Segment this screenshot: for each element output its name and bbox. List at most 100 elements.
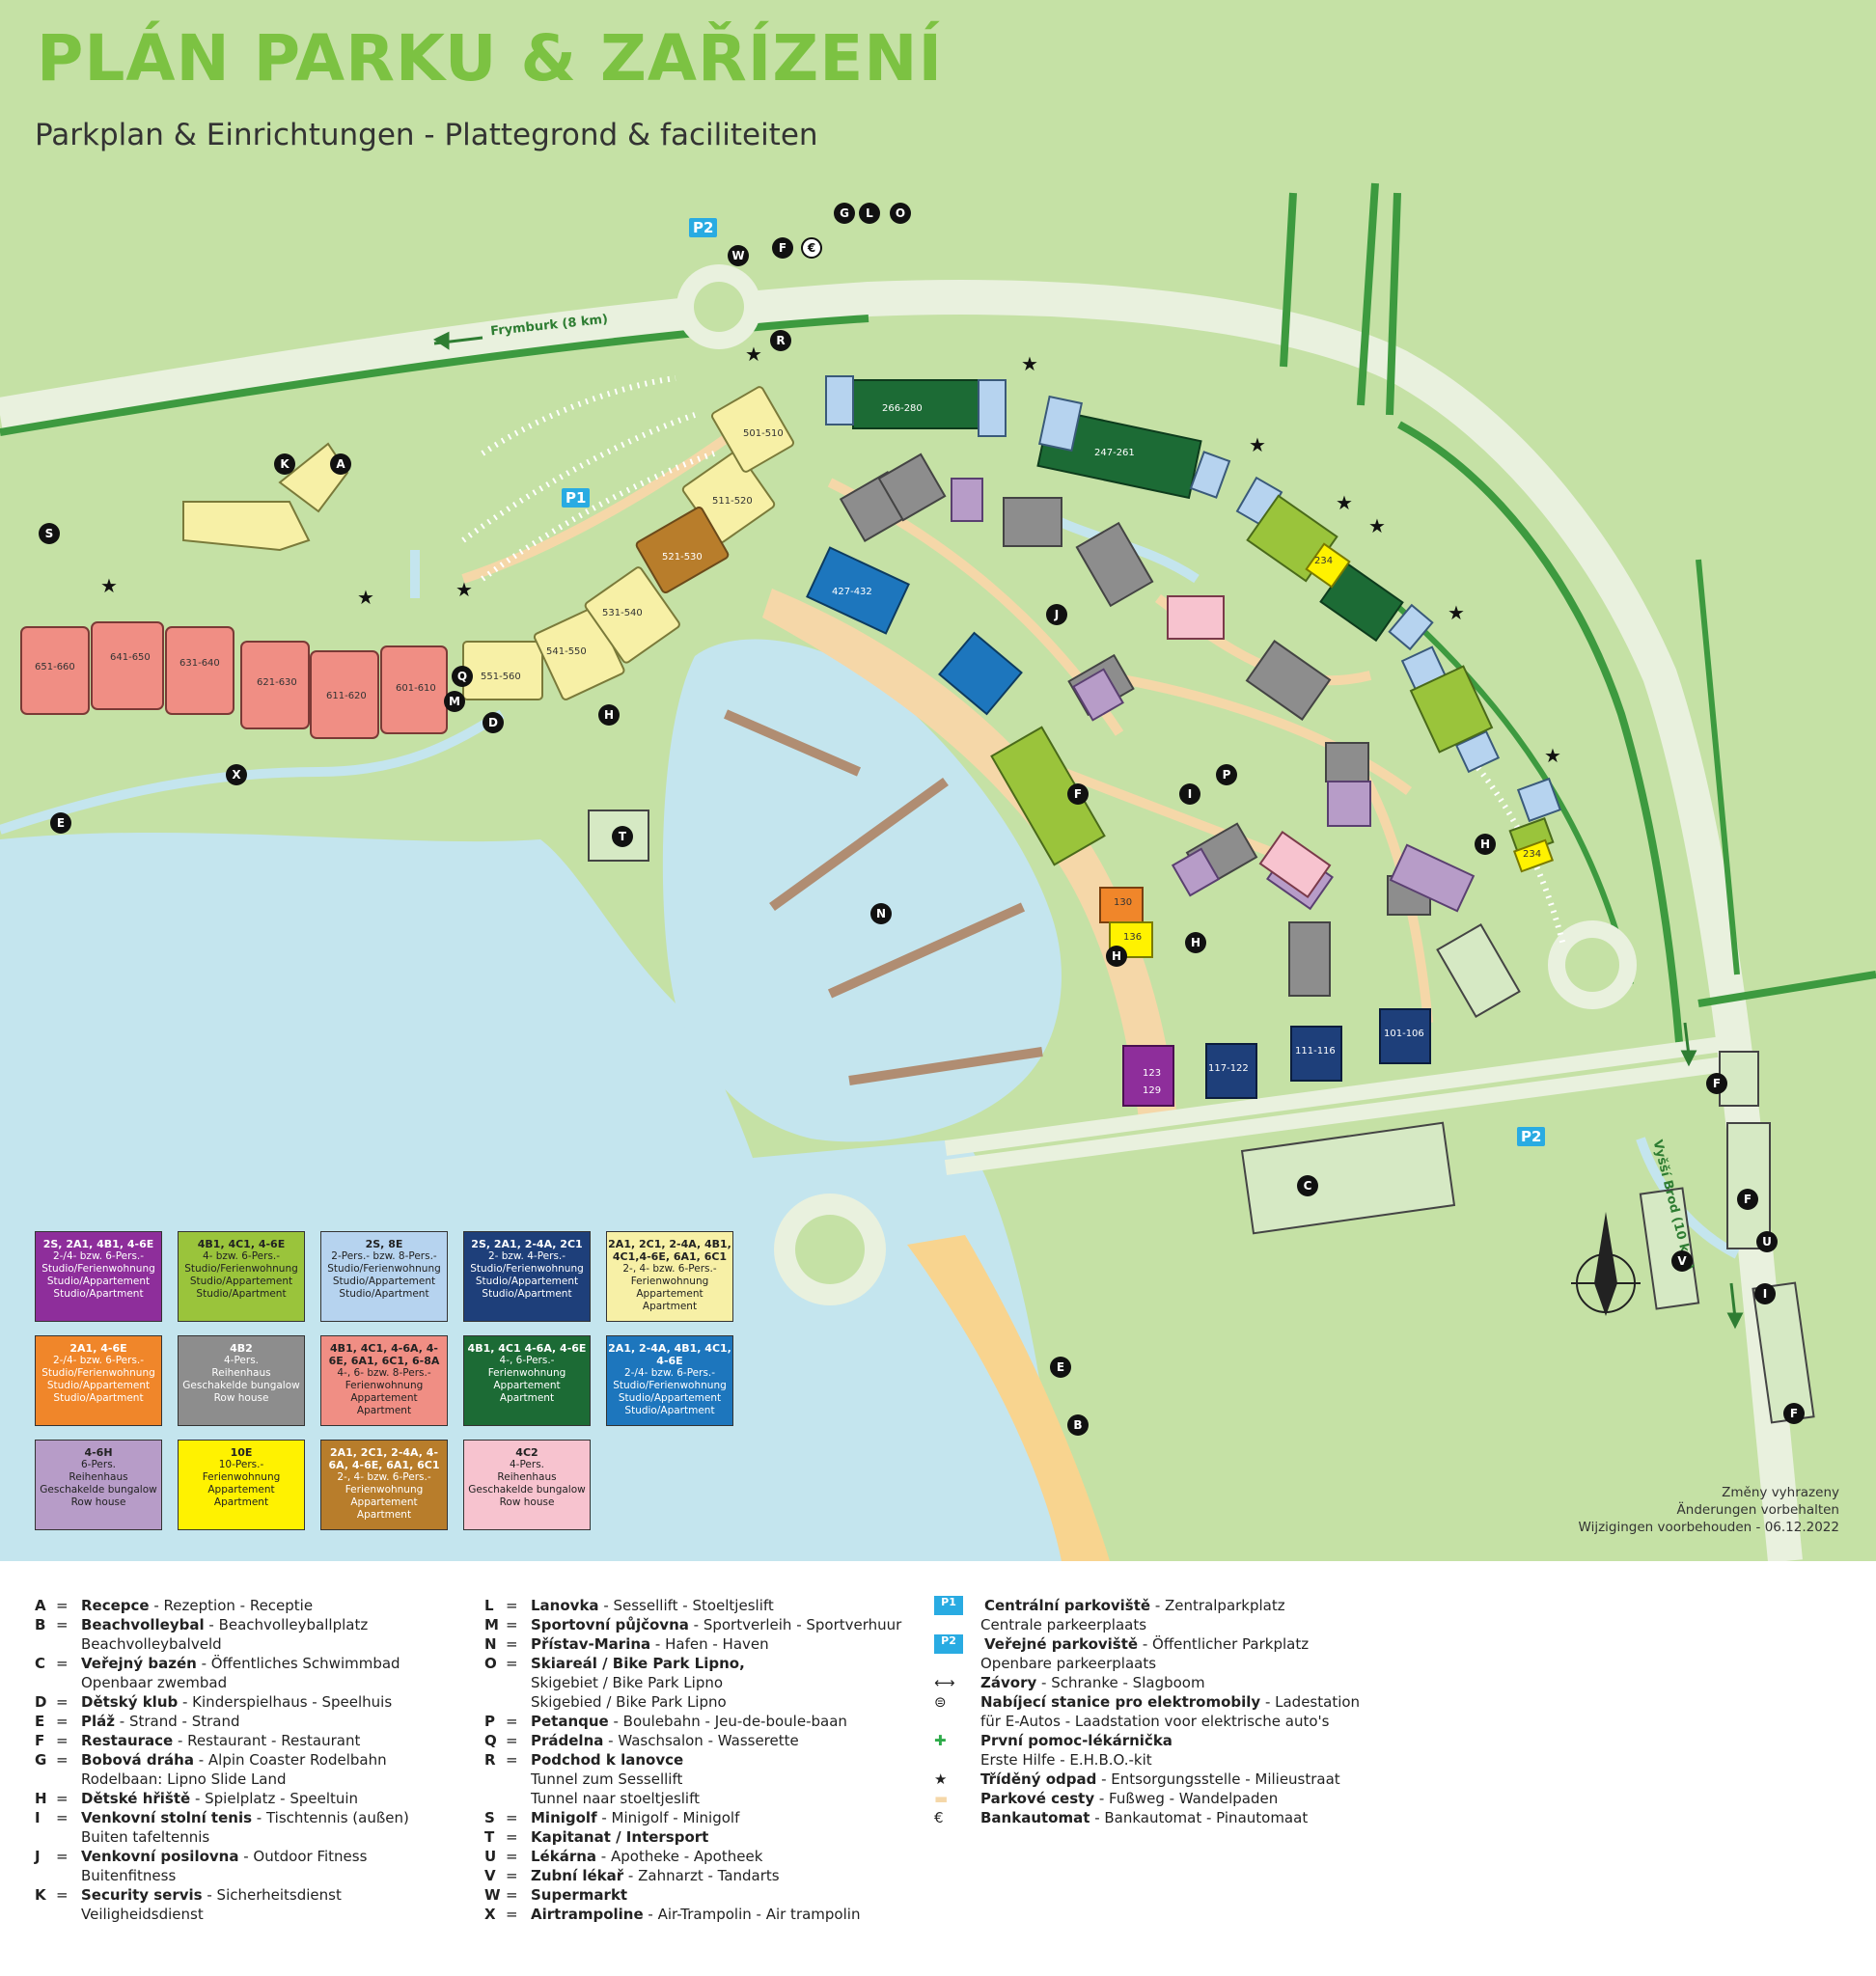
main-road bbox=[0, 280, 1803, 1561]
marker-skiareal-o[interactable]: O bbox=[890, 203, 911, 224]
legend-box-title: 4B1, 4C1, 4-6A, 4-6E, 6A1, 6C1, 6-8A bbox=[328, 1342, 440, 1367]
unit-label: 541-550 bbox=[546, 646, 587, 657]
marker-atm-euro[interactable]: € bbox=[801, 237, 822, 259]
key-name: Dětské hřiště bbox=[81, 1790, 191, 1807]
key-equals: = bbox=[506, 1616, 518, 1633]
unit-label: 111-116 bbox=[1295, 1046, 1336, 1057]
svg-text:★: ★ bbox=[100, 574, 118, 597]
marker-pharmacy-u[interactable]: U bbox=[1756, 1231, 1778, 1252]
page-subtitle: Parkplan & Einrichtungen - Plattegrond &… bbox=[35, 118, 818, 152]
svg-text:★: ★ bbox=[1021, 352, 1038, 375]
unit-label: 551-560 bbox=[481, 672, 521, 682]
marker-parking-p2[interactable]: P2 bbox=[1517, 1127, 1546, 1146]
key-equals: = bbox=[506, 1906, 518, 1923]
marker-chairlift-l[interactable]: L bbox=[859, 203, 880, 224]
marker-kids-club-d[interactable]: D bbox=[483, 712, 504, 733]
key-letter: K bbox=[35, 1886, 46, 1904]
marker-beach-e[interactable]: E bbox=[1050, 1357, 1071, 1378]
unit-label: 427-432 bbox=[832, 587, 872, 597]
key-name: Beachvolleybal bbox=[81, 1616, 205, 1633]
key-equals: = bbox=[506, 1751, 518, 1769]
key-letter: L bbox=[484, 1597, 494, 1614]
key-subline: Beachvolleybalveld bbox=[81, 1635, 222, 1653]
marker-parking-p1[interactable]: P1 bbox=[562, 488, 591, 508]
svg-text:★: ★ bbox=[1448, 601, 1465, 624]
marker-supermarket-w[interactable]: W bbox=[728, 245, 749, 266]
key-letter: V bbox=[484, 1867, 496, 1884]
marker-restaurant-f[interactable]: F bbox=[1067, 783, 1089, 805]
building-yellow-234 bbox=[1305, 542, 1351, 589]
key-name: Security servis bbox=[81, 1886, 203, 1904]
unit-label-234: 234 bbox=[1314, 556, 1334, 566]
key-name: Veřejný bazén bbox=[81, 1655, 197, 1672]
marker-playground-h[interactable]: H bbox=[598, 704, 620, 726]
marker-dentist-v[interactable]: V bbox=[1671, 1250, 1693, 1272]
legend-box-title: 2A1, 2C1, 2-4A, 4B1, 4C1,4-6E, 6A1, 6C1 bbox=[608, 1238, 731, 1263]
key-name: Lékárna bbox=[531, 1848, 597, 1865]
key-item: N=Přístav-Marina - Hafen - Haven bbox=[484, 1634, 901, 1654]
marker-restaurant-f[interactable]: F bbox=[772, 237, 793, 259]
marker-reception-a[interactable]: A bbox=[330, 453, 351, 475]
marker-playground-h[interactable]: H bbox=[1185, 932, 1206, 953]
key-subline: Erste Hilfe - E.H.B.O.-kit bbox=[980, 1751, 1152, 1769]
key-text: První pomoc-lékárnička bbox=[980, 1731, 1172, 1750]
key-item: K=Security servis - Sicherheitsdienst bbox=[35, 1885, 409, 1905]
legend-box-title: 2A1, 2-4A, 4B1, 4C1, 4-6E bbox=[608, 1342, 731, 1367]
marker-pool-c[interactable]: C bbox=[1297, 1175, 1318, 1196]
marker-petanque-p[interactable]: P bbox=[1216, 764, 1237, 785]
marker-beach-e[interactable]: E bbox=[50, 812, 71, 834]
roundabout-right-inner bbox=[1565, 938, 1619, 992]
marker-intersport-t[interactable]: T bbox=[612, 826, 633, 847]
key-text: Centrální parkoviště - Zentralparkplatz bbox=[984, 1597, 1285, 1614]
facility-buildings bbox=[588, 810, 1815, 1424]
legend-box-line: Geschakelde bungalow bbox=[468, 1484, 586, 1496]
marker-parking-p2[interactable]: P2 bbox=[689, 218, 718, 237]
marker-table-tennis-i[interactable]: I bbox=[1754, 1283, 1776, 1304]
right-edge-green bbox=[1398, 423, 1623, 715]
key-item: G=Bobová dráha - Alpin Coaster Rodelbahn bbox=[35, 1750, 409, 1770]
roundabout-bottom-inner bbox=[795, 1215, 865, 1284]
legend-box-line: Row house bbox=[213, 1392, 269, 1404]
legend-box-line: 2-/4- bzw. 6-Pers.- bbox=[52, 1250, 145, 1262]
marker-marina-n[interactable]: N bbox=[870, 903, 892, 924]
legend-box-line: Appartement bbox=[207, 1484, 275, 1496]
legend-box-title: 4B2 bbox=[230, 1342, 253, 1355]
key-text: Podchod k lanovce bbox=[531, 1750, 683, 1770]
key-letter: H bbox=[35, 1790, 47, 1807]
marker-tunnel-r[interactable]: R bbox=[770, 330, 791, 351]
buildings-navy bbox=[1205, 1008, 1431, 1099]
marker-coaster-g[interactable]: G bbox=[834, 203, 855, 224]
svg-text:★: ★ bbox=[1544, 744, 1561, 767]
marker-restaurant-f[interactable]: F bbox=[1737, 1189, 1758, 1210]
key-equals: = bbox=[56, 1655, 69, 1672]
legend-box-line: 2-, 4- bzw. 6-Pers.- bbox=[337, 1471, 431, 1483]
key-letter: W bbox=[484, 1886, 501, 1904]
marker-security-k[interactable]: K bbox=[274, 453, 295, 475]
marker-sport-rental-m[interactable]: M bbox=[444, 691, 465, 712]
legend-box-title: 4B1, 4C1 4-6A, 4-6E bbox=[467, 1342, 587, 1355]
key-item: S=Minigolf - Minigolf - Minigolf bbox=[484, 1808, 901, 1827]
marker-fitness-j[interactable]: J bbox=[1046, 604, 1067, 625]
marker-playground-h[interactable]: H bbox=[1106, 946, 1127, 967]
marker-table-tennis-i[interactable]: I bbox=[1179, 783, 1200, 805]
key-name: Veřejné parkoviště bbox=[984, 1635, 1139, 1653]
buildings-pink bbox=[20, 621, 448, 739]
key-text: Veřejný bazén - Öffentliches Schwimmbad bbox=[81, 1655, 400, 1672]
marker-playground-h[interactable]: H bbox=[1475, 834, 1496, 855]
marker-minigolf-s[interactable]: S bbox=[39, 523, 60, 544]
marker-beachvolleyball-b[interactable]: B bbox=[1067, 1414, 1089, 1436]
unit-label: 611-620 bbox=[326, 691, 367, 701]
building-yellow-136 bbox=[1109, 921, 1153, 958]
marker-laundry-q[interactable]: Q bbox=[452, 666, 473, 687]
unit-label: 651-660 bbox=[35, 662, 75, 672]
marker-restaurant-f[interactable]: F bbox=[1706, 1073, 1727, 1094]
key-text: Supermarkt bbox=[531, 1885, 627, 1905]
key-letter: D bbox=[35, 1693, 47, 1711]
legend-box-title: 2S, 8E bbox=[365, 1238, 403, 1250]
marker-restaurant-f[interactable]: F bbox=[1783, 1403, 1805, 1424]
marker-airtrampoline-x[interactable]: X bbox=[226, 764, 247, 785]
